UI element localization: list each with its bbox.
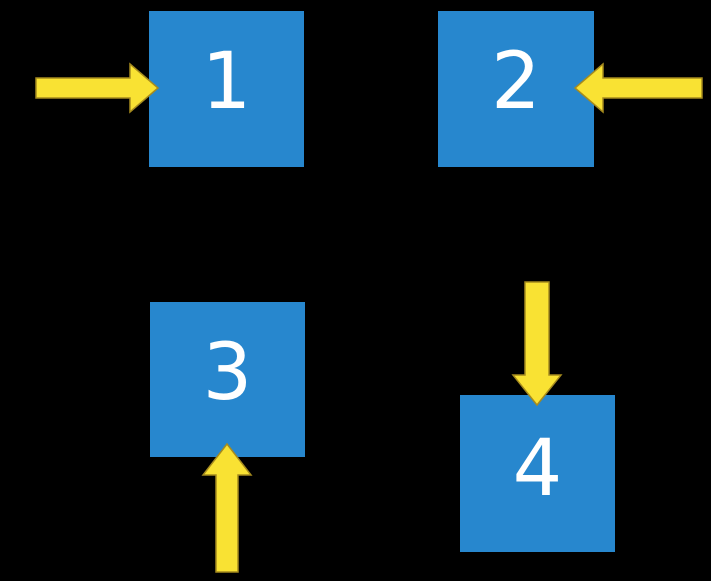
square-1-label: 1 xyxy=(201,37,252,127)
square-3-label: 3 xyxy=(202,327,253,418)
right-arrow-icon xyxy=(35,62,160,114)
left-arrow-icon xyxy=(573,62,703,114)
square-4: 4 xyxy=(460,395,615,552)
square-2-label: 2 xyxy=(491,37,541,127)
up-arrow-icon xyxy=(201,442,253,573)
square-3: 3 xyxy=(150,302,305,457)
square-2: 2 xyxy=(438,11,594,167)
down-arrow-icon xyxy=(511,281,563,407)
square-4-label: 4 xyxy=(512,423,563,514)
square-1: 1 xyxy=(149,11,304,167)
